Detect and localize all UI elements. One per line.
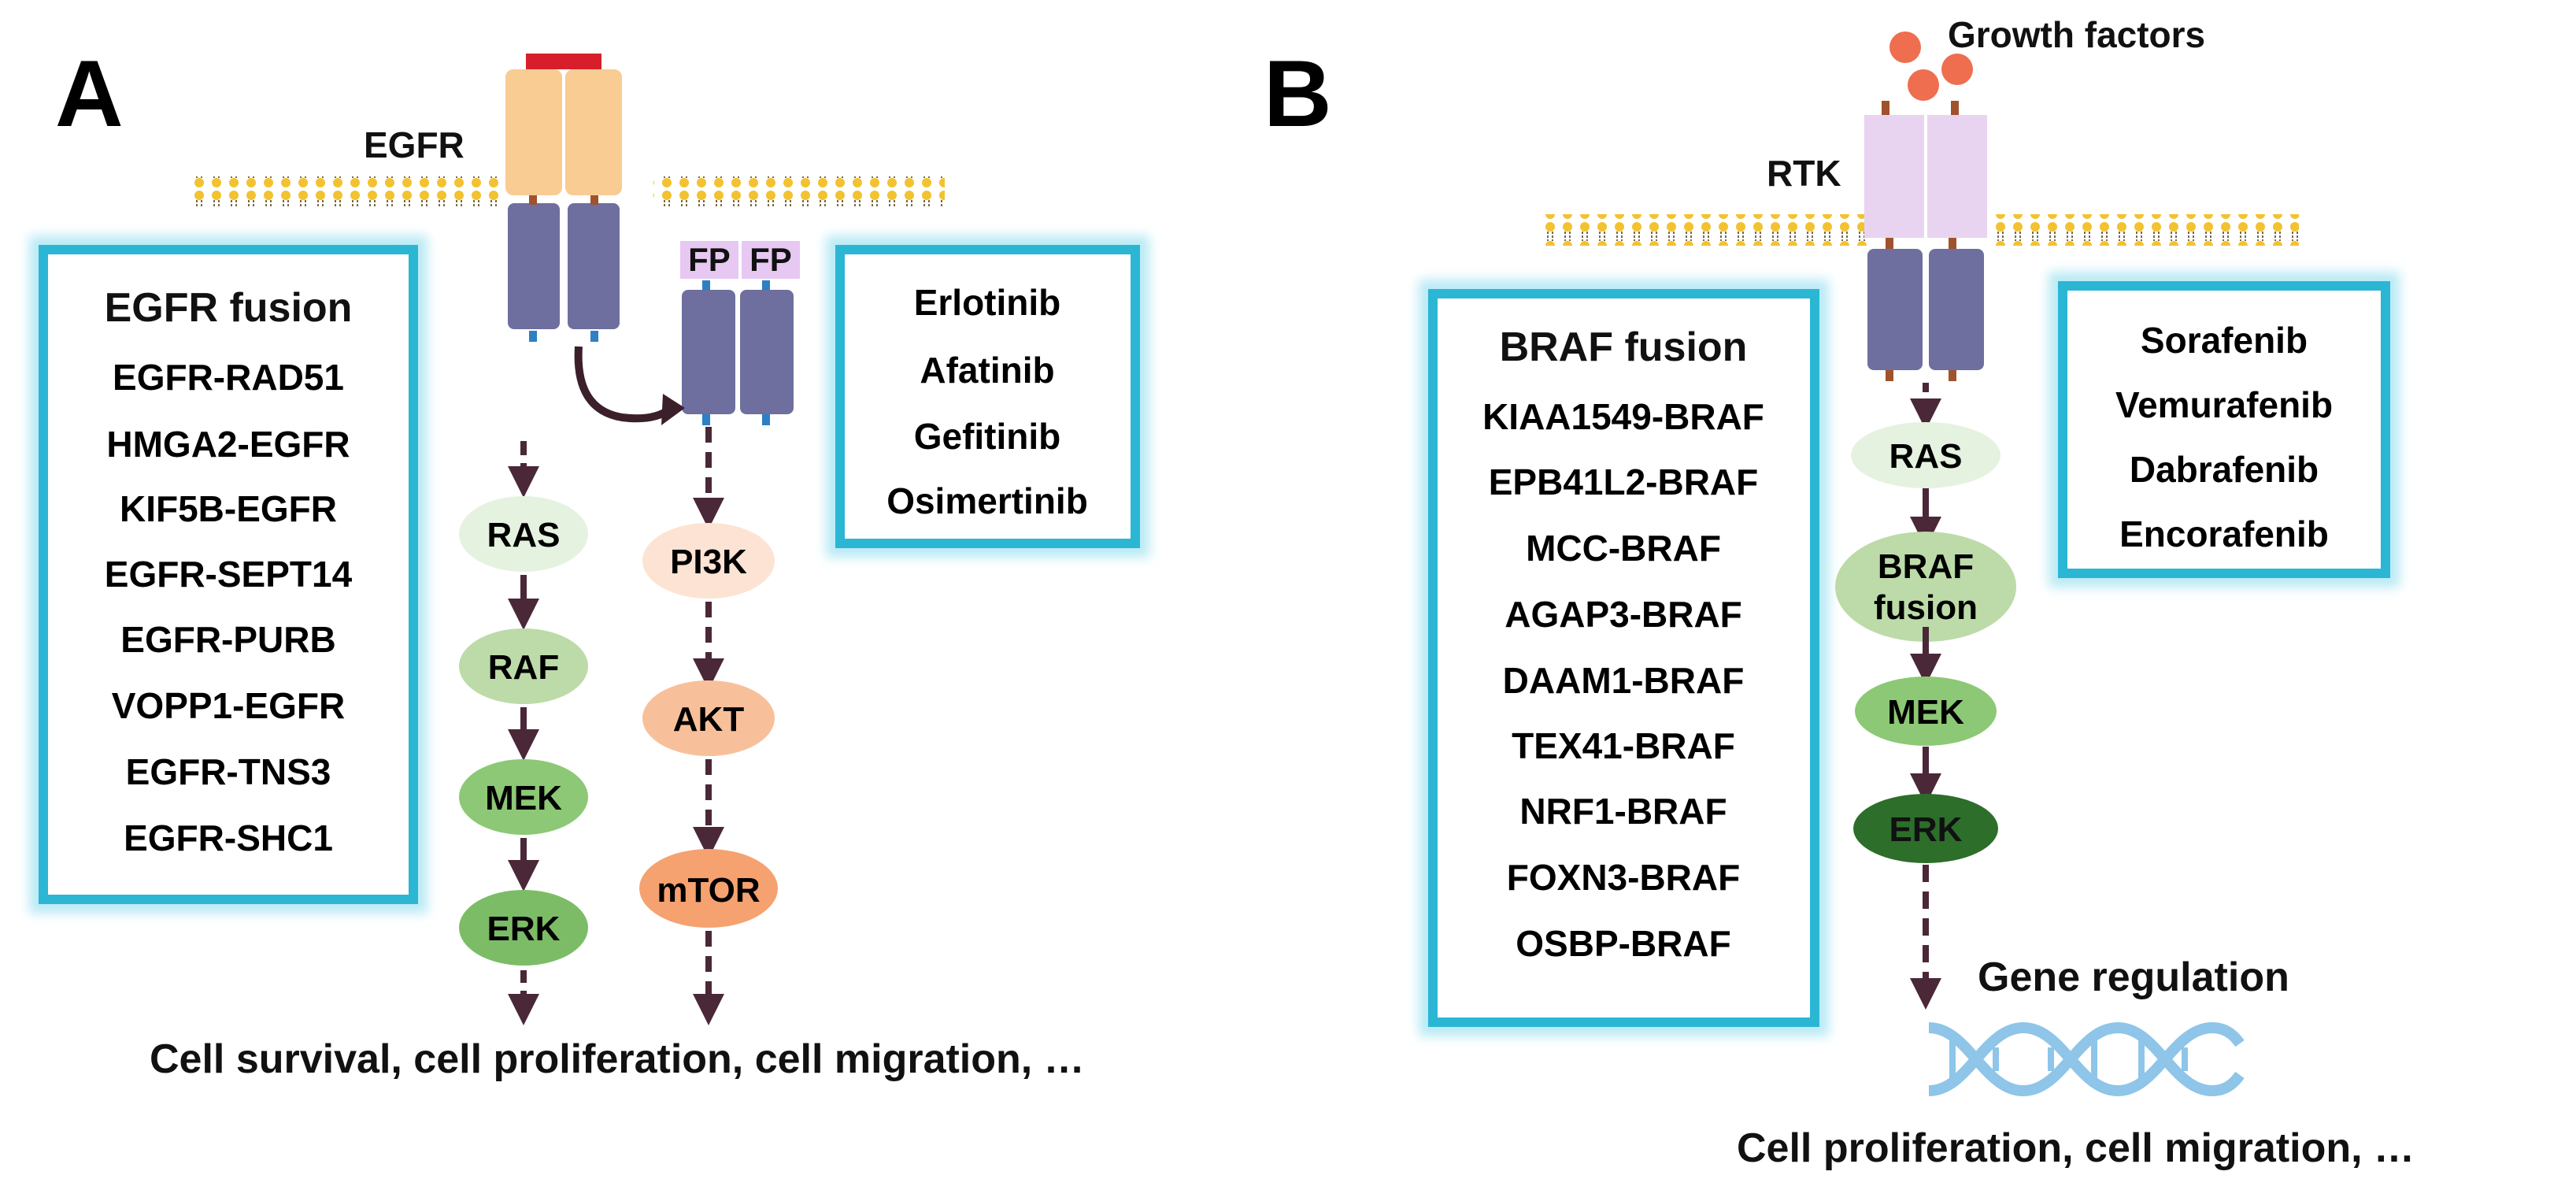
braf-node-label: BRAF — [1878, 547, 1974, 586]
egfr-fusion-item: VOPP1-EGFR — [112, 685, 346, 726]
braf-fusion-item: OSBP-BRAF — [1516, 923, 1730, 964]
braf-fusion-item: KIAA1549-BRAF — [1482, 396, 1764, 437]
panel-b: B Growth factors RTK B — [1264, 14, 2415, 1171]
braf-fusion-item: TEX41-BRAF — [1512, 725, 1735, 766]
drug-item: Dabrafenib — [2130, 449, 2319, 490]
fp-fusion-receptor: FP FP — [680, 241, 800, 425]
drug-item: Afatinib — [920, 350, 1054, 391]
mtor-label: mTOR — [657, 871, 760, 910]
ras-label: RAS — [1889, 437, 1963, 476]
growth-factors — [1889, 32, 1973, 101]
erk-node — [459, 890, 588, 966]
ras-node — [1851, 422, 2000, 488]
mek-label: MEK — [485, 779, 562, 817]
braf-pathway: RAS BRAF fusion MEK ERK — [1835, 383, 2016, 1010]
panel-b-outcome: Cell proliferation, cell migration, … — [1737, 1125, 2415, 1171]
drug-item: Erlotinib — [914, 282, 1061, 323]
egfr-fusion-item: EGFR-PURB — [120, 619, 335, 660]
pi3k-akt-pathway: PI3K AKT mTOR — [639, 427, 778, 1025]
ras-raf-pathway: RAS RAF MEK ERK — [459, 441, 588, 1025]
egfr-drug-box: Erlotinib Afatinib Gefitinib Osimertinib — [826, 235, 1149, 558]
drug-item: Osimertinib — [886, 480, 1088, 521]
braf-fusion-item: NRF1-BRAF — [1519, 791, 1727, 832]
ras-label: RAS — [487, 516, 561, 554]
braf-fusion-item: DAAM1-BRAF — [1503, 660, 1745, 701]
akt-node — [642, 680, 775, 756]
egfr-fusion-item: EGFR-SEPT14 — [105, 554, 353, 595]
braf-drug-box: Sorafenib Vemurafenib Dabrafenib Encoraf… — [2049, 272, 2400, 588]
braf-fusion-box: BRAF fusion KIAA1549-BRAF EPB41L2-BRAF M… — [1419, 280, 1829, 1036]
braf-fusion-item: AGAP3-BRAF — [1505, 594, 1742, 635]
egfr-fusion-item: EGFR-SHC1 — [124, 817, 333, 858]
egfr-fusion-title: EGFR fusion — [105, 285, 353, 331]
fusion-node-label: fusion — [1874, 588, 1978, 627]
drug-item: Vemurafenib — [2115, 384, 2333, 425]
mek-node — [1855, 676, 1997, 746]
mek-node — [459, 759, 588, 835]
raf-node — [459, 628, 588, 704]
fp-label-1: FP — [688, 241, 731, 278]
braf-fusion-item: FOXN3-BRAF — [1507, 857, 1740, 898]
panel-a-letter: A — [55, 41, 124, 146]
egfr-fusion-item: EGFR-RAD51 — [113, 357, 344, 398]
egfr-fusion-item: HMGA2-EGFR — [106, 424, 350, 465]
braf-fusion-node — [1835, 532, 2016, 642]
panel-b-letter: B — [1264, 41, 1332, 146]
erk-node — [1853, 794, 1998, 863]
egfr-fusion-item: KIF5B-EGFR — [120, 488, 337, 529]
growth-factor-dot — [1889, 32, 1921, 63]
egfr-fusion-box: EGFR fusion EGFR-RAD51 HMGA2-EGFR KIF5B-… — [29, 235, 427, 914]
growth-factors-label: Growth factors — [1948, 14, 2205, 55]
erk-label: ERK — [487, 910, 561, 948]
drug-item: Gefitinib — [914, 416, 1061, 457]
raf-label: RAF — [488, 648, 559, 687]
fp-label-2: FP — [749, 241, 792, 278]
pi3k-label: PI3K — [670, 543, 747, 581]
growth-factor-dot — [1908, 69, 1939, 101]
membrane-a-left — [189, 175, 502, 206]
egfr-receptor-label: EGFR — [364, 124, 464, 165]
braf-fusion-title: BRAF fusion — [1500, 324, 1748, 370]
receptor-cap — [526, 54, 601, 69]
dna-icon — [1928, 1021, 2245, 1097]
braf-fusion-item: EPB41L2-BRAF — [1489, 461, 1759, 502]
panel-a-outcome: Cell survival, cell proliferation, cell … — [150, 1036, 1085, 1082]
egfr-receptor — [505, 54, 622, 342]
drug-item: Encorafenib — [2119, 513, 2329, 554]
membrane-a-right — [653, 175, 945, 206]
egfr-fusion-item: EGFR-TNS3 — [126, 751, 331, 792]
drug-item: Sorafenib — [2141, 320, 2308, 361]
membrane-b-right — [1992, 214, 2299, 246]
panel-a: A EGFR FP FP — [29, 41, 1149, 1082]
membrane-b-left — [1543, 214, 1867, 246]
rtk-receptor-label: RTK — [1767, 153, 1841, 194]
erk-label: ERK — [1889, 810, 1963, 849]
pi3k-node — [642, 523, 775, 599]
growth-factor-dot — [1941, 54, 1973, 85]
mtor-node — [639, 849, 778, 928]
rtk-receptor — [1864, 101, 1987, 381]
gene-regulation-label: Gene regulation — [1978, 954, 2289, 1000]
fusion-curved-arrow — [574, 346, 672, 423]
ras-node — [459, 496, 588, 572]
mek-label: MEK — [1887, 693, 1964, 732]
akt-label: AKT — [673, 700, 745, 739]
braf-fusion-item: MCC-BRAF — [1526, 528, 1721, 569]
